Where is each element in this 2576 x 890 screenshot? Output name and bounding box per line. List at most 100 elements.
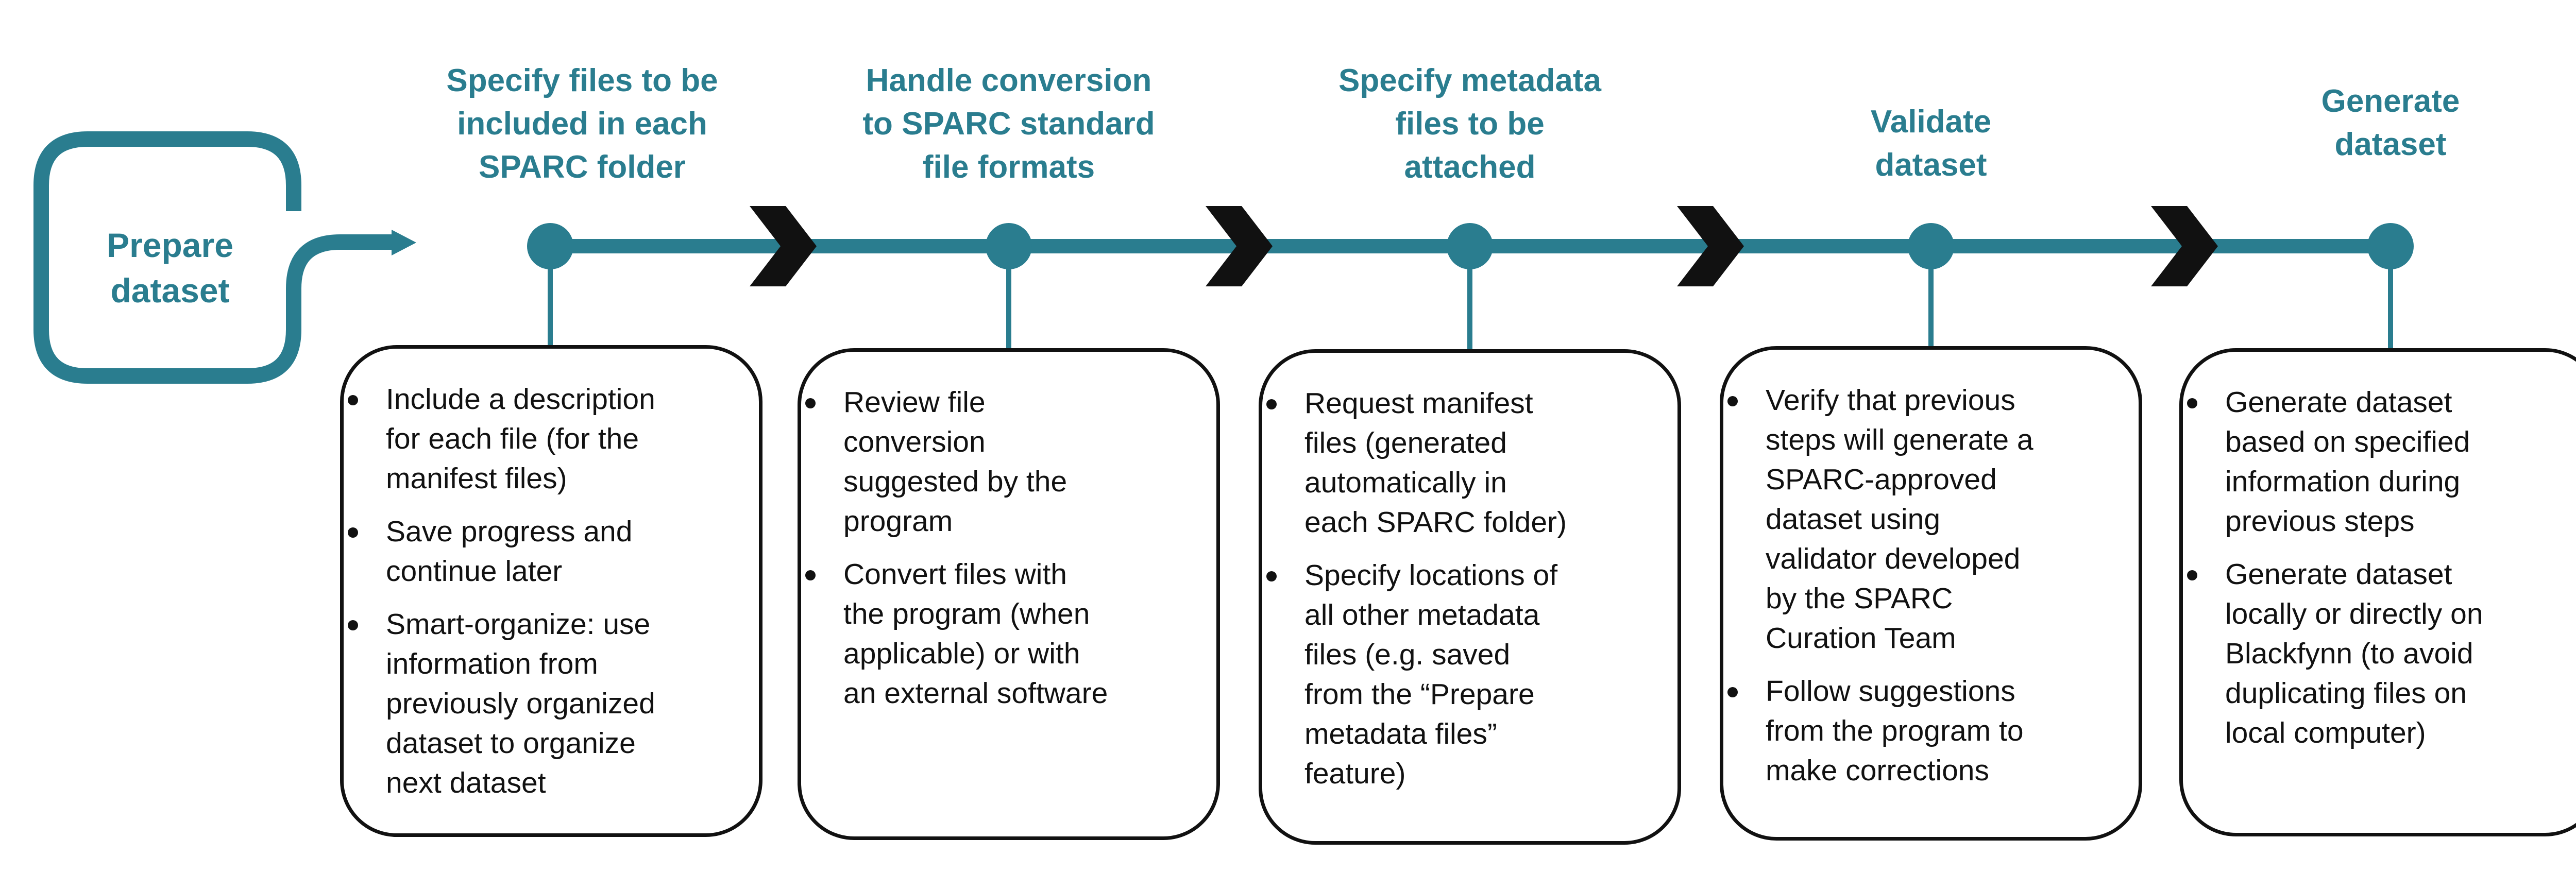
bullet-item: Convert files with the program (when app… bbox=[805, 555, 1199, 713]
bullet-item: Verify that previous steps will generate… bbox=[1727, 381, 2121, 658]
bullet-line: based on specified bbox=[2225, 425, 2470, 458]
step-dot-3 bbox=[1447, 223, 1493, 269]
bullet-item: Save progress and continue later bbox=[348, 512, 741, 591]
step-title-line: SPARC folder bbox=[479, 149, 686, 185]
bullet-line: next dataset bbox=[386, 766, 546, 799]
step-title-line: dataset bbox=[1875, 147, 1987, 183]
bullet-line: automatically in bbox=[1304, 466, 1507, 499]
bullet-line: dataset to organize bbox=[386, 727, 636, 760]
bullet-line: all other metadata bbox=[1304, 598, 1540, 631]
bullet-line: each SPARC folder) bbox=[1304, 506, 1567, 539]
start-label-line: Prepare bbox=[107, 226, 233, 264]
bullet-item: Request manifest files (generated automa… bbox=[1266, 384, 1660, 542]
bullet-item: Review file conversion suggested by the … bbox=[805, 383, 1199, 541]
chevron-2 bbox=[1206, 206, 1273, 286]
bullet-line: make corrections bbox=[1766, 754, 1989, 787]
bullet-line: Convert files with bbox=[843, 558, 1067, 591]
step-card-5: Generate dataset based on specified info… bbox=[2179, 348, 2576, 836]
bullet-line: duplicating files on bbox=[2225, 677, 2467, 710]
step-bullets-5: Generate dataset based on specified info… bbox=[2187, 383, 2576, 766]
step-title-line: Handle conversion bbox=[866, 63, 1152, 98]
bullet-line: by the SPARC bbox=[1766, 582, 1953, 615]
bullet-line: previous steps bbox=[2225, 505, 2415, 538]
step-dot-5 bbox=[2367, 223, 2414, 269]
step-title-line: Validate bbox=[1870, 104, 1992, 140]
bullet-line: dataset using bbox=[1766, 503, 1941, 536]
bullet-line: files (e.g. saved bbox=[1304, 638, 1511, 671]
step-title-line: included in each bbox=[457, 106, 707, 142]
step-title-1: Specify files to be included in each SPA… bbox=[376, 59, 788, 189]
step-title-line: attached bbox=[1404, 149, 1536, 185]
bullet-line: Specify locations of bbox=[1304, 559, 1558, 592]
step-bullets-3: Request manifest files (generated automa… bbox=[1266, 384, 1660, 807]
step-card-4: Verify that previous steps will generate… bbox=[1720, 346, 2142, 841]
bullet-item: Smart-organize: use information from pre… bbox=[348, 605, 741, 803]
bullet-line: program bbox=[843, 505, 953, 538]
step-title-2: Handle conversion to SPARC standard file… bbox=[803, 59, 1215, 189]
bullet-line: local computer) bbox=[2225, 716, 2426, 749]
step-title-line: Generate bbox=[2321, 83, 2460, 119]
step-title-5: Generate dataset bbox=[2184, 80, 2576, 166]
start-label-line: dataset bbox=[110, 271, 230, 310]
step-dot-2 bbox=[986, 223, 1032, 269]
step-dot-4 bbox=[1908, 223, 1954, 269]
bullet-line: from the “Prepare bbox=[1304, 678, 1535, 711]
step-bullets-2: Review file conversion suggested by the … bbox=[805, 383, 1199, 727]
step-card-2: Review file conversion suggested by the … bbox=[798, 348, 1220, 840]
bullet-item: Specify locations of all other metadata … bbox=[1266, 556, 1660, 794]
bullet-line: information from bbox=[386, 647, 598, 680]
bullet-line: manifest files) bbox=[386, 462, 567, 495]
bullet-line: feature) bbox=[1304, 757, 1406, 790]
bullet-line: Include a description bbox=[386, 383, 655, 416]
bullet-item: Include a description for each file (for… bbox=[348, 380, 741, 499]
bullet-line: Curation Team bbox=[1766, 622, 1956, 655]
bullet-line: steps will generate a bbox=[1766, 423, 2033, 456]
step-bullets-1: Include a description for each file (for… bbox=[348, 380, 741, 816]
start-bracket bbox=[33, 131, 397, 384]
bullet-line: an external software bbox=[843, 677, 1108, 710]
bullet-line: from the program to bbox=[1766, 714, 2024, 747]
step-card-1: Include a description for each file (for… bbox=[340, 345, 762, 837]
chevron-4 bbox=[2151, 206, 2218, 286]
bullet-line: Request manifest bbox=[1304, 387, 1533, 420]
bullet-item: Generate dataset based on specified info… bbox=[2187, 383, 2576, 541]
bullet-line: applicable) or with bbox=[843, 637, 1080, 670]
step-title-line: to SPARC standard bbox=[862, 106, 1155, 142]
bullet-line: Generate dataset bbox=[2225, 386, 2452, 419]
bullet-item: Follow suggestions from the program to m… bbox=[1727, 672, 2121, 791]
bullet-line: Save progress and bbox=[386, 515, 633, 548]
bullet-line: information during bbox=[2225, 465, 2461, 498]
bullet-line: the program (when bbox=[843, 597, 1090, 630]
start-label: Prepare dataset bbox=[62, 222, 278, 313]
step-card-3: Request manifest files (generated automa… bbox=[1259, 349, 1681, 845]
step-title-line: Specify files to be bbox=[446, 63, 718, 98]
step-title-line: dataset bbox=[2334, 127, 2447, 162]
step-title-line: file formats bbox=[922, 149, 1095, 185]
bullet-line: continue later bbox=[386, 555, 563, 588]
bullet-line: Follow suggestions bbox=[1766, 675, 2015, 708]
step-bullets-4: Verify that previous steps will generate… bbox=[1727, 381, 2121, 804]
bullet-item: Generate dataset locally or directly on … bbox=[2187, 555, 2576, 753]
chevron-3 bbox=[1677, 206, 1744, 286]
bullet-line: SPARC-approved bbox=[1766, 463, 1997, 496]
bullet-line: Verify that previous bbox=[1766, 384, 2015, 417]
bullet-line: conversion bbox=[843, 425, 986, 458]
bullet-line: Generate dataset bbox=[2225, 558, 2452, 591]
bullet-line: Smart-organize: use bbox=[386, 608, 651, 641]
step-title-line: Specify metadata bbox=[1338, 63, 1601, 98]
bullet-line: Review file bbox=[843, 386, 986, 419]
bullet-line: files (generated bbox=[1304, 426, 1507, 459]
bullet-line: for each file (for the bbox=[386, 422, 639, 455]
bullet-line: validator developed bbox=[1766, 542, 2021, 575]
start-arrow-head bbox=[392, 230, 416, 255]
bullet-line: metadata files” bbox=[1304, 717, 1497, 750]
step-title-4: Validate dataset bbox=[1725, 100, 2137, 187]
step-title-3: Specify metadata files to be attached bbox=[1264, 59, 1676, 189]
step-dot-1 bbox=[527, 223, 573, 269]
bullet-line: locally or directly on bbox=[2225, 597, 2483, 630]
bullet-line: suggested by the bbox=[843, 465, 1067, 498]
bullet-line: previously organized bbox=[386, 687, 655, 720]
bullet-line: Blackfynn (to avoid bbox=[2225, 637, 2473, 670]
